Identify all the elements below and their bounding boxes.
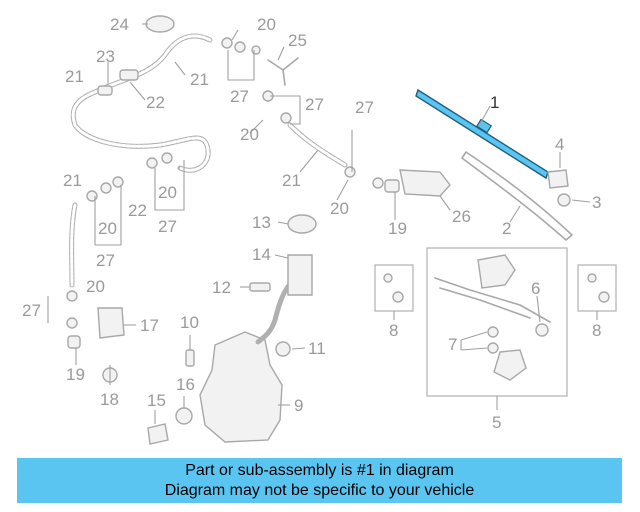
callout-22-b: 22	[128, 201, 147, 220]
callout-15: 15	[147, 391, 166, 410]
washer-reservoir-part-9	[199, 331, 283, 443]
callout-20-a: 20	[257, 15, 276, 34]
callout-13: 13	[252, 213, 271, 232]
callout-22-a: 22	[146, 93, 165, 112]
nut-cap-part-4	[547, 169, 569, 189]
callout-27-e: 27	[158, 217, 177, 236]
callout-20-b: 20	[240, 125, 259, 144]
callout-4: 4	[555, 135, 564, 154]
callout-20-f: 20	[86, 277, 105, 296]
bolt-part-10	[185, 349, 195, 367]
callout-25: 25	[288, 31, 307, 50]
callout-14: 14	[252, 245, 271, 264]
callout-17: 17	[140, 316, 159, 335]
info-banner: Part or sub-assembly is #1 in diagram Di…	[17, 458, 622, 503]
callout-labels: 1 2 3 4 5 6 7 8 8 9 10 11 12 13 14 15 16…	[22, 15, 601, 432]
callout-27-d: 27	[96, 251, 115, 270]
callout-8-right: 8	[592, 321, 601, 340]
callout-24: 24	[110, 15, 129, 34]
washer-pump-part-17	[97, 307, 125, 339]
callout-21-d: 21	[63, 171, 82, 190]
callout-20-e: 20	[158, 183, 177, 202]
wiper-linkage-part-6	[434, 254, 551, 381]
leader-lines	[47, 23, 598, 424]
callout-19-right: 19	[388, 219, 407, 238]
bracket-box-part-8-right	[577, 264, 617, 312]
bolt-part-12	[249, 282, 271, 292]
callout-20-d: 20	[98, 219, 117, 238]
washer-nozzle-part-26	[399, 169, 451, 197]
level-sensor-part-15	[147, 423, 169, 445]
wiper-blade-part-1	[415, 88, 549, 180]
y-connector-part-25	[267, 57, 299, 86]
callout-19-left: 19	[66, 365, 85, 384]
grommet-part-16	[175, 407, 193, 425]
cap-part-13	[287, 214, 317, 234]
callout-8-left: 8	[389, 321, 398, 340]
callout-27-f: 27	[22, 301, 41, 320]
callout-3: 3	[592, 193, 601, 212]
callout-20-c: 20	[330, 199, 349, 218]
grommet-part-24	[145, 15, 175, 33]
banner-line-1: Part or sub-assembly is #1 in diagram	[185, 462, 454, 479]
filler-neck-part-14	[287, 254, 313, 296]
callout-23: 23	[96, 47, 115, 66]
callout-1: 1	[490, 93, 499, 112]
callout-10: 10	[180, 313, 199, 332]
callout-21-b: 21	[190, 70, 209, 89]
callout-16: 16	[176, 375, 195, 394]
callout-27-b: 27	[305, 95, 324, 114]
callout-11: 11	[308, 339, 326, 358]
callout-21-c: 21	[282, 171, 301, 190]
callout-2: 2	[502, 219, 511, 238]
callout-9: 9	[294, 396, 303, 415]
callout-5: 5	[492, 413, 501, 432]
plug-part-19-left	[67, 335, 81, 349]
nut-part-3	[557, 193, 571, 207]
callout-27-c: 27	[355, 98, 374, 117]
bracket-box-part-8-left	[374, 264, 414, 312]
grommet-part-11	[275, 341, 291, 357]
callout-6: 6	[531, 279, 540, 298]
wiper-arm-part-2	[461, 151, 573, 241]
callout-12: 12	[212, 278, 231, 297]
banner-line-2: Diagram may not be specific to your vehi…	[164, 482, 475, 499]
callout-7: 7	[448, 335, 457, 354]
callout-18: 18	[100, 390, 119, 409]
callout-26: 26	[452, 207, 471, 226]
callout-21-a: 21	[65, 67, 84, 86]
parts-diagram: 1 2 3 4 5 6 7 8 8 9 10 11 12 13 14 15 16…	[22, 15, 617, 445]
washer-hose-network	[69, 33, 348, 288]
callout-27-a: 27	[230, 87, 249, 106]
